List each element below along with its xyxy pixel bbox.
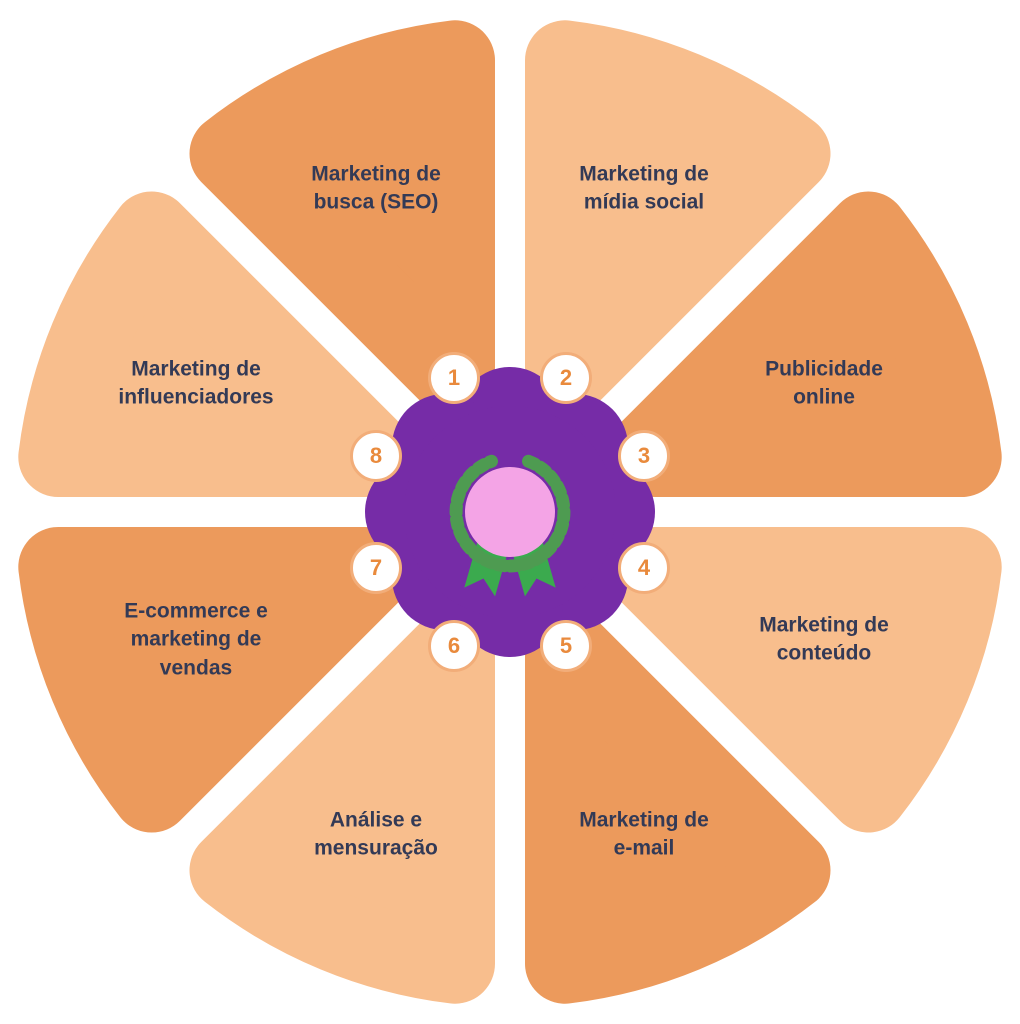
segment-label-5: Marketing de e-mail — [579, 808, 709, 860]
segment-label-3: Publicidade online — [765, 357, 883, 409]
laurel-wreath-icon — [449, 454, 571, 573]
segment-label-8: Marketing de influenciadores — [118, 357, 274, 409]
step-number-1: 1 — [428, 352, 480, 404]
segment-label-4: Marketing de conteúdo — [759, 613, 889, 665]
step-number-2: 2 — [540, 352, 592, 404]
laurel-award-badge-icon — [449, 454, 571, 597]
badge-center-circle — [465, 467, 555, 557]
segment-label-7: E-commerce e marketing de vendas — [124, 599, 268, 680]
step-number-7: 7 — [350, 542, 402, 594]
step-number-8: 8 — [350, 430, 402, 482]
step-number-4: 4 — [618, 542, 670, 594]
step-number-5: 5 — [540, 620, 592, 672]
segment-label-6: Análise e mensuração — [314, 808, 438, 860]
segment-label-2: Marketing de mídia social — [579, 162, 709, 214]
segment-label-1: Marketing de busca (SEO) — [311, 162, 441, 214]
step-number-3: 3 — [618, 430, 670, 482]
step-number-6: 6 — [428, 620, 480, 672]
